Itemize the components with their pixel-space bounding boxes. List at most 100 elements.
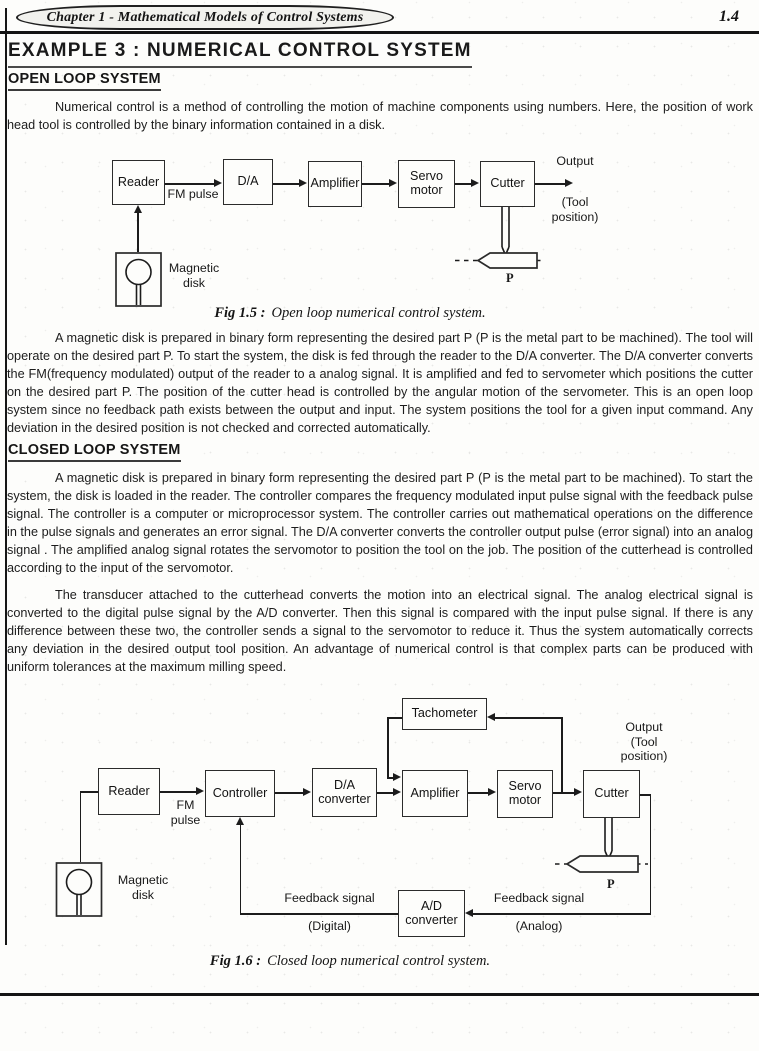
fig15-line-output <box>535 183 566 185</box>
closed-loop-heading: CLOSED LOOP SYSTEM <box>8 442 181 462</box>
fig15-block-reader: Reader <box>112 160 165 205</box>
fig16-block-amplifier: Amplifier <box>402 770 468 817</box>
fig15-block-amplifier: Amplifier <box>308 161 362 207</box>
fig16-block-reader: Reader <box>98 768 160 815</box>
fig16-line-reader-controller <box>160 791 197 793</box>
fig16-arrowhead-controller <box>196 787 204 795</box>
fig16-feedback-analog-label: Feedback signal <box>493 891 585 905</box>
fig16-line-amplifier-servo <box>468 792 489 794</box>
fig15-block-cutter: Cutter <box>480 161 535 207</box>
fig16-block-cutter: Cutter <box>583 770 640 818</box>
fig16-block-da-converter-label: D/A converter <box>318 777 371 806</box>
chapter-header-text: Chapter 1 - Mathematical Models of Contr… <box>46 9 364 25</box>
open-loop-paragraph-1: Numerical control is a method of control… <box>7 100 753 133</box>
open-loop-paragraph-2: A magnetic disk is prepared in binary fo… <box>7 331 753 436</box>
fig16-line-tachometer-down <box>387 717 389 778</box>
fig16-output-text: Output <box>625 720 663 734</box>
footer-rule <box>0 993 759 996</box>
fig16-arrowhead-cutter <box>574 788 582 796</box>
fig16-line-feedback-digital <box>240 913 398 915</box>
cutter-tool-icon <box>455 207 545 269</box>
closed-loop-paragraph-2: The transducer attached to the cutterhea… <box>7 588 753 675</box>
fig15-line-amplifier-servo <box>362 183 390 185</box>
example-title: EXAMPLE 3 : NUMERICAL CONTROL SYSTEM <box>8 40 472 68</box>
fig15-line-reader-da <box>165 183 215 185</box>
fig16-arrowhead-amp-tach <box>393 773 401 781</box>
fig15-block-servo: Servo motor <box>398 160 455 208</box>
fig15-arrowhead-amplifier <box>299 179 307 187</box>
open-loop-heading: OPEN LOOP SYSTEM <box>8 71 161 91</box>
page-left-border <box>5 8 7 945</box>
fig16-digital-label: (Digital) <box>308 919 351 933</box>
fig16-block-reader-label: Reader <box>108 783 150 798</box>
magnetic-disk-icon <box>115 252 162 307</box>
fig15-block-servo-label: Servo motor <box>410 169 443 197</box>
fig15-line-da-amplifier <box>273 183 300 185</box>
fig16-line-cutter-out <box>640 794 651 796</box>
magnetic-disk-icon <box>55 862 103 917</box>
fig16-line-feedback-up <box>239 825 241 914</box>
header-rule <box>0 31 759 34</box>
fig16-block-cutter-label: Cutter <box>594 786 629 801</box>
fig16-arrowhead-amplifier <box>393 788 401 796</box>
fig16-block-tachometer: Tachometer <box>402 698 487 730</box>
fig16-arrowhead-da <box>303 788 311 796</box>
fig16-block-da-converter: D/A converter <box>312 768 377 817</box>
fig16-line-junction-up <box>561 717 563 793</box>
fig16-line-servo-cutter <box>553 792 575 794</box>
closed-loop-paragraph-1: A magnetic disk is prepared in binary fo… <box>7 471 753 576</box>
fig15-diagram: Reader D/A Amplifier Servo motor Cutter … <box>0 153 759 328</box>
fig16-block-servo: Servo motor <box>497 770 553 818</box>
fig15-line-servo-cutter <box>455 183 472 185</box>
fig16-arrowhead-controller-fb <box>236 817 244 825</box>
fig16-line-controller-da <box>275 792 304 794</box>
fig15-magnetic-disk-label: Magnetic disk <box>168 261 220 290</box>
fig16-tool-position-text: (Tool position) <box>620 734 668 764</box>
fig16-block-servo-label: Servo motor <box>508 779 542 807</box>
fig16-block-controller-label: Controller <box>212 785 268 800</box>
fig16-line-tachometer-amp <box>387 777 394 779</box>
fig15-tool-position-label: (Tool position) <box>551 195 599 224</box>
fig16-block-tachometer-label: Tachometer <box>411 706 478 721</box>
fig15-workpiece-label: P <box>506 271 514 285</box>
fig16-line-reader-left <box>80 791 98 793</box>
fig16-magnetic-disk-label: Magnetic disk <box>117 873 169 902</box>
fig16-analog-label: (Analog) <box>515 919 563 933</box>
fig15-caption-text: Open loop numerical control system. <box>271 305 486 321</box>
fig15-arrowhead-cutter <box>471 179 479 187</box>
fig15-line-disk-reader <box>137 213 139 252</box>
fig16-line-da-amplifier <box>377 792 394 794</box>
fig16-arrowhead-ad <box>465 909 473 917</box>
fig16-block-controller: Controller <box>205 770 275 817</box>
fig16-feedback-digital-label: Feedback signal <box>284 891 375 905</box>
fig15-block-da-label: D/A <box>237 174 259 189</box>
fig15-output-label: Output <box>556 154 594 168</box>
fig16-fm-pulse-label: FM pulse <box>170 798 201 827</box>
fig16-line-to-tachometer <box>495 717 562 719</box>
fig16-line-tachometer-out <box>387 717 402 719</box>
fig15-block-da: D/A <box>223 159 273 205</box>
fig16-line-disk-up <box>79 791 81 862</box>
chapter-header-badge: Chapter 1 - Mathematical Models of Contr… <box>16 5 394 30</box>
fig15-arrowhead-da <box>214 179 222 187</box>
fig15-block-cutter-label: Cutter <box>490 176 525 191</box>
fig16-line-feedback-analog <box>473 913 651 915</box>
fig16-arrowhead-tachometer <box>487 713 495 721</box>
fig16-caption-label: Fig 1.6 : <box>209 953 262 969</box>
fig15-caption: Fig 1.5 :Open loop numerical control sys… <box>0 305 700 322</box>
fig16-block-ad-converter: A/D converter <box>398 890 465 937</box>
fig15-block-reader-label: Reader <box>117 174 160 189</box>
fig15-block-amplifier-label: Amplifier <box>310 176 360 191</box>
fig16-workpiece-label: P <box>607 877 615 891</box>
fig16-line-feedback-down <box>649 794 651 914</box>
fig16-diagram: Tachometer Reader Controller D/A convert… <box>0 695 759 950</box>
fig15-fm-pulse-label: FM pulse <box>167 187 219 201</box>
fig16-block-amplifier-label: Amplifier <box>410 785 460 800</box>
fig16-caption-text: Closed loop numerical control system. <box>267 953 491 969</box>
cutter-tool-icon <box>555 818 648 873</box>
fig16-output-label: Output (Tool position) <box>610 720 678 764</box>
fig15-arrowhead-servo <box>389 179 397 187</box>
page-number: 1.4 <box>719 8 739 25</box>
fig15-arrowhead-reader-input <box>134 205 142 213</box>
